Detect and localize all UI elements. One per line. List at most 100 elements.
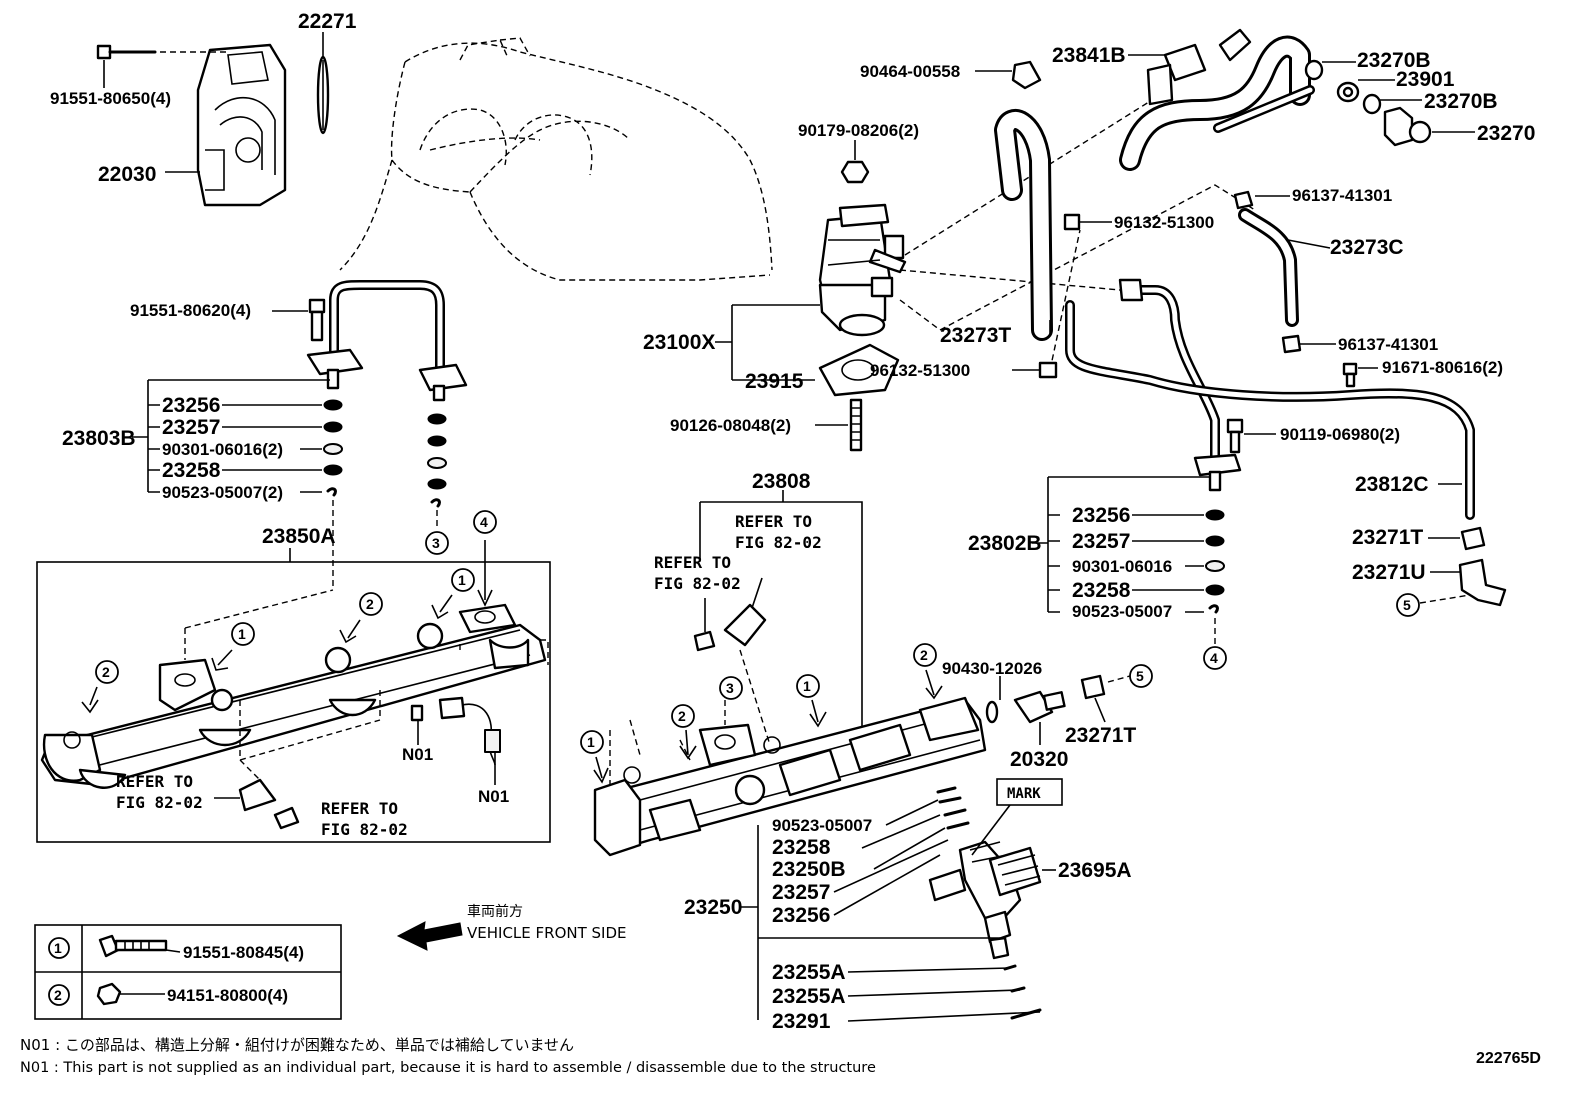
leaders-center-right [999,675,1131,745]
label-91671-80616: 91671-80616(2) [1382,358,1503,377]
bracket-23100X [715,304,848,426]
bracket-23803B [132,379,330,493]
gasket-23270B-b[interactable] [1362,93,1382,115]
callout-5: 5 [1136,668,1144,684]
label-23100X: 23100X [643,331,715,354]
clip-90464-00558[interactable] [1011,60,1042,90]
refer-line1-c: REFER TO [116,772,193,791]
injector-seals [936,786,970,830]
label-96132-51300-top: 96132-51300 [1114,213,1214,232]
bolt-90119-06980[interactable] [1226,418,1244,454]
mark-box [971,778,1063,856]
label-90119-06980: 90119-06980(2) [1280,425,1400,444]
small-seals [1003,964,1042,1020]
nut-90179-08206[interactable] [840,160,870,184]
gasket-22271[interactable] [316,55,330,135]
bracket-refer-center[interactable] [693,577,767,652]
fuel-pipe-23812C[interactable] [1065,300,1475,520]
callout-1: 1 [587,734,595,750]
label-90430-12026: 90430-12026 [942,659,1042,678]
label-23270B-a: 23270B [1357,49,1431,72]
clamp-23271T[interactable] [1460,526,1486,551]
label-23271T-right: 23271T [1352,526,1423,549]
label-23270: 23270 [1477,122,1535,145]
label-23255A-b: 23255A [772,985,846,1008]
vehicle-front-arrow [396,921,463,951]
label-23256-rail: 23256 [772,904,830,927]
label-91551-80650: 91551-80650(4) [50,89,171,108]
clamp-23271T-center[interactable] [1080,674,1106,700]
vacuum-switching-valve-23100X[interactable] [818,203,907,337]
fuel-pipe-23802B[interactable] [1118,278,1242,492]
refer-line1-b: REFER TO [654,553,731,572]
gasket-90430-12026[interactable] [985,700,999,724]
gasket-23915[interactable] [818,343,900,397]
fitting-23901[interactable] [1336,81,1360,103]
vehicle-front-jp: 車両前方 [467,903,523,920]
clamp-96132-51300-top[interactable] [1063,213,1081,231]
fuel-pressure-damper-20320[interactable] [1013,690,1066,724]
hose-top-right[interactable] [1119,28,1315,171]
arrows-left-rail [81,540,493,714]
refer-labels: REFER TO FIG 82-02 REFER TO FIG 82-02 RE… [116,512,1041,839]
bolt-91671-80616[interactable] [1342,362,1358,388]
bolt-91551-80620[interactable] [308,298,326,342]
label-23250: 23250 [684,896,742,919]
bracket-23802B [1032,476,1210,613]
label-23273C: 23273C [1330,236,1404,259]
legend-num-2: 2 [54,987,62,1003]
bracket-refer-left[interactable] [214,778,300,830]
note-jp: N01 : この部品は、構造上分解・組付けが困難なため、単品では補給していません [20,1036,574,1054]
vehicle-front-en: VEHICLE FRONT SIDE [467,924,627,942]
clamp-96137-41301-top[interactable] [1233,190,1254,210]
label-23257-rail: 23257 [772,881,830,904]
fuel-injector-23250[interactable] [928,840,1022,960]
label-23255A-a: 23255A [772,961,846,984]
fuel-pipe-23803B[interactable] [306,280,468,402]
fitting-23271U[interactable] [1458,558,1507,607]
label-23258-right: 23258 [1072,579,1131,602]
label-90301-06016: 90301-06016 [1072,557,1172,576]
fuel-rail-box-23850A [36,548,551,843]
sensor-23270[interactable] [1383,106,1432,147]
clamp-96132-51300-bottom[interactable] [1038,361,1058,379]
legend-part-1: 91551-80845(4) [183,943,304,962]
callout-1: 1 [238,626,246,642]
throttle-position-sensor-22030[interactable] [196,43,287,207]
fuel-rail-right[interactable] [593,696,987,857]
sensor-n01[interactable] [410,696,501,785]
label-23270B-b: 23270B [1424,90,1498,113]
label-90464-00558: 90464-00558 [860,62,960,81]
label-90126-08048: 90126-08048(2) [670,416,791,435]
washer-stack-left [323,399,447,508]
leaders-23271 [1419,537,1471,604]
label-23257: 23257 [162,416,220,439]
vehicle-front-labels: 車両前方 VEHICLE FRONT SIDE [467,903,627,942]
clip-23841B[interactable] [1146,43,1207,106]
leaders-23273C [1255,195,1336,345]
label-23257-right: 23257 [1072,530,1130,553]
hose-23273T[interactable] [994,109,1053,341]
leader [739,649,771,746]
callout-1: 1 [458,572,466,588]
callout-1: 1 [803,678,811,694]
hose-23273C[interactable] [1238,208,1299,327]
intake-manifold-outline [339,37,773,281]
fuel-rail-left-dashes [184,589,549,781]
callout-3: 3 [726,680,734,696]
gasket-23270B-a[interactable] [1304,59,1324,81]
fuel-rail-right-dashes [609,700,726,790]
callout-4: 4 [1210,650,1218,666]
part-labels: 22271 91551-80650(4) 22030 91551-80620(4… [50,10,1535,1033]
bracket-23808 [699,490,863,750]
label-23258-rail: 23258 [772,836,831,859]
fuel-rail-left[interactable] [40,603,547,789]
stud-90126-08048[interactable] [849,398,863,452]
bolt-91551-80650[interactable] [96,44,157,60]
insulator-23695A[interactable] [988,846,1042,897]
legend-table [34,924,342,1020]
note-en: N01 : This part is not supplied as an in… [20,1060,876,1076]
clamp-96137-41301-bottom[interactable] [1281,334,1302,354]
leaders-top-right [1322,61,1475,133]
